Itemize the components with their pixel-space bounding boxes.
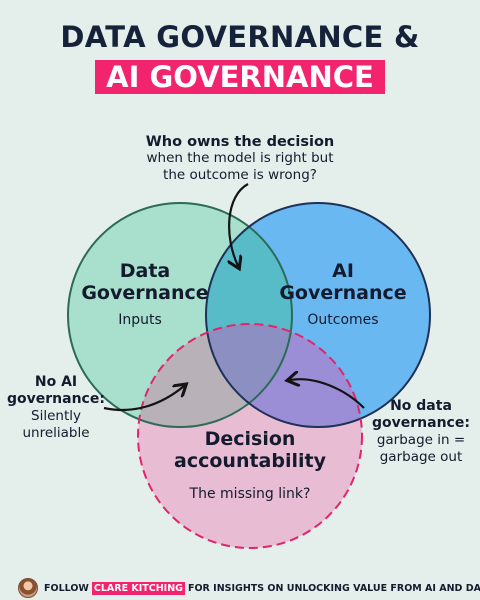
left-note-bold-2: governance: — [7, 391, 105, 407]
question-line-2: when the model is right but — [146, 150, 334, 166]
title-line-1: DATA GOVERNANCE & — [60, 20, 420, 54]
question-line-3: the outcome is wrong? — [163, 167, 317, 183]
ai-governance-sub: Outcomes — [307, 312, 379, 328]
data-governance-label: Data Governance Inputs — [70, 260, 220, 328]
footer-tagline: FOR INSIGHTS ON UNLOCKING VALUE FROM AI … — [187, 582, 480, 594]
left-note-bold-1: No AI — [34, 374, 78, 390]
left-note-arrow — [103, 386, 184, 412]
left-note: No AI governance: Silently unreliable — [4, 374, 108, 442]
decision-title-1: Decision — [204, 428, 296, 450]
data-governance-title-2: Governance — [81, 282, 209, 304]
right-note: No data governance: garbage in = garbage… — [366, 398, 476, 466]
ai-governance-title-1: AI — [332, 260, 354, 282]
author-avatar — [18, 578, 38, 598]
title-line-2-highlight: AI GOVERNANCE — [95, 60, 385, 94]
data-governance-sub: Inputs — [118, 312, 162, 328]
right-note-arrow — [290, 379, 365, 409]
ai-governance-label: AI Governance Outcomes — [268, 260, 418, 328]
decision-label: Decision accountability The missing link… — [160, 428, 340, 502]
question-bold: Who owns the decision — [145, 134, 335, 150]
question-arrow — [229, 183, 249, 266]
right-note-reg-1: garbage in = — [376, 432, 466, 448]
right-note-bold-1: No data — [390, 398, 452, 414]
decision-outline — [137, 323, 363, 549]
footer-follow: FOLLOW — [44, 582, 89, 594]
data-governance-outline — [67, 202, 293, 428]
right-note-bold-2: governance: — [372, 415, 470, 431]
footer-author-name[interactable]: CLARE KITCHING — [91, 581, 185, 595]
right-note-reg-2: garbage out — [379, 449, 463, 465]
left-note-reg-1: Silently — [31, 408, 81, 424]
data-decision-overlap — [138, 324, 292, 427]
left-note-reg-2: unreliable — [22, 425, 90, 441]
question-callout: Who owns the decision when the model is … — [120, 134, 360, 184]
ai-governance-outline — [205, 202, 431, 428]
decision-sub: The missing link? — [189, 486, 311, 502]
ai-governance-title-2: Governance — [279, 282, 407, 304]
data-governance-title-1: Data — [119, 260, 171, 282]
footer: FOLLOW CLARE KITCHING FOR INSIGHTS ON UN… — [18, 578, 480, 598]
center-overlap — [206, 324, 292, 427]
decision-title-2: accountability — [174, 450, 326, 472]
